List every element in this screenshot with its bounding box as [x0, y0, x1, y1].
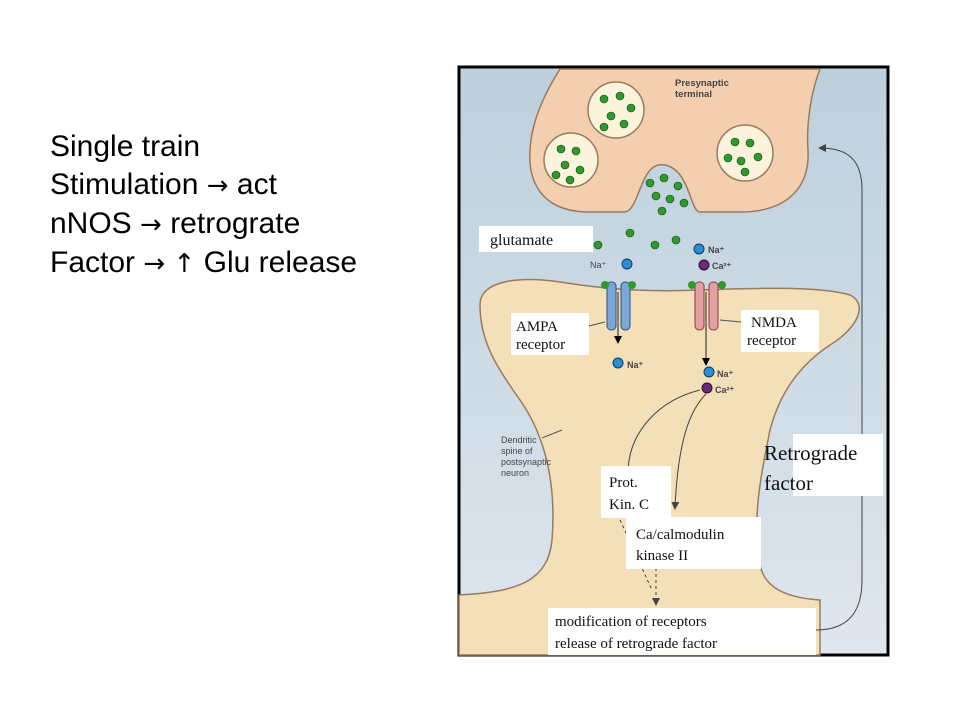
presynaptic-label-line-2: terminal	[675, 89, 712, 100]
sodium-ion	[621, 258, 633, 270]
ca-ion-label: Ca²⁺	[715, 385, 735, 395]
dendritic-label-line-2: spine of	[501, 446, 533, 456]
notes-line-2-text-a: Stimulation	[50, 168, 199, 201]
nmda-label-line-1: NMDA	[751, 315, 797, 331]
nmda-label-box	[741, 310, 819, 352]
na-ion-label: Na⁺	[590, 260, 607, 270]
na-ion-label: Na⁺	[627, 360, 644, 370]
notes-line-2-text-b: act	[236, 168, 277, 201]
pathway-arrow	[627, 389, 701, 471]
synaptic-vesicle	[587, 81, 645, 139]
calcium-ion	[701, 382, 713, 394]
sodium-ion	[703, 366, 715, 378]
notes-line-1-text: Single train	[50, 130, 201, 163]
nmda-leader-line	[719, 319, 742, 323]
synaptic-vesicle	[716, 124, 774, 182]
ampa-label-line-2: receptor	[516, 337, 565, 353]
na-ion-label: Na⁺	[708, 245, 725, 255]
notes-line-4: Factor → ↑ Glu release	[50, 244, 357, 283]
dendritic-leader-line	[541, 429, 563, 439]
glutamate-label: glutamate	[490, 232, 553, 249]
ampa-label-line-1: AMPA	[516, 319, 558, 335]
sodium-ion	[693, 243, 705, 255]
modification-label-line-1: modification of receptors	[555, 614, 707, 630]
notes-line-2: Stimulation → act	[50, 166, 357, 205]
ampa-receptor-channel	[601, 281, 636, 344]
presynaptic-label-line-1: Presynaptic	[675, 78, 729, 89]
retrograde-label-line-1: Retrograde	[764, 441, 857, 465]
notes-line-4-text-a: Factor	[50, 246, 136, 279]
camk-label-line-2: kinase II	[636, 548, 688, 564]
slide-notes: Single train Stimulation → act nNOS → re…	[50, 128, 357, 283]
pkc-label-line-2: Kin. C	[609, 497, 649, 513]
calcium-ion	[698, 259, 710, 271]
notes-line-1: Single train	[50, 128, 357, 166]
notes-line-3-text-b: retrograte	[170, 207, 301, 240]
ampa-leader-line	[588, 321, 606, 327]
ca-ion-label: Ca²⁺	[712, 261, 732, 271]
notes-line-3-text-a: nNOS	[50, 207, 132, 240]
vesicle-glutamate-dots	[551, 91, 763, 250]
camk-label-box	[626, 517, 761, 569]
na-ion-label: Na⁺	[717, 369, 734, 379]
ampa-label-box	[511, 313, 589, 355]
right-arrow-icon: →	[140, 210, 162, 240]
pkc-label-line-1: Prot.	[609, 475, 638, 491]
notes-line-3: nNOS → retrograte	[50, 205, 357, 244]
nmda-label-line-2: receptor	[747, 333, 796, 349]
retrograde-label-line-2: factor	[764, 471, 813, 495]
modification-label-box	[548, 608, 816, 655]
retrograde-label-box	[793, 434, 883, 496]
dendritic-label-line-1: Dendritic	[501, 435, 537, 445]
modification-label-line-2: release of retrograde factor	[555, 636, 717, 652]
right-arrow-icon: →	[206, 171, 229, 201]
pkc-label-box	[601, 466, 671, 518]
nmda-receptor-channel	[688, 281, 726, 366]
notes-line-4-text-b: Glu release	[203, 246, 358, 279]
sodium-ion	[612, 357, 624, 369]
up-arrow-icon: ↑	[173, 249, 196, 279]
pathway-arrow	[671, 393, 707, 510]
dendritic-label-line-3: postsynaptic	[501, 457, 552, 467]
dendritic-label-line-4: neuron	[501, 468, 529, 478]
right-arrow-icon: →	[143, 249, 166, 279]
camk-label-line-1: Ca/calmodulin	[636, 527, 725, 543]
glutamate-label-box	[479, 226, 593, 252]
